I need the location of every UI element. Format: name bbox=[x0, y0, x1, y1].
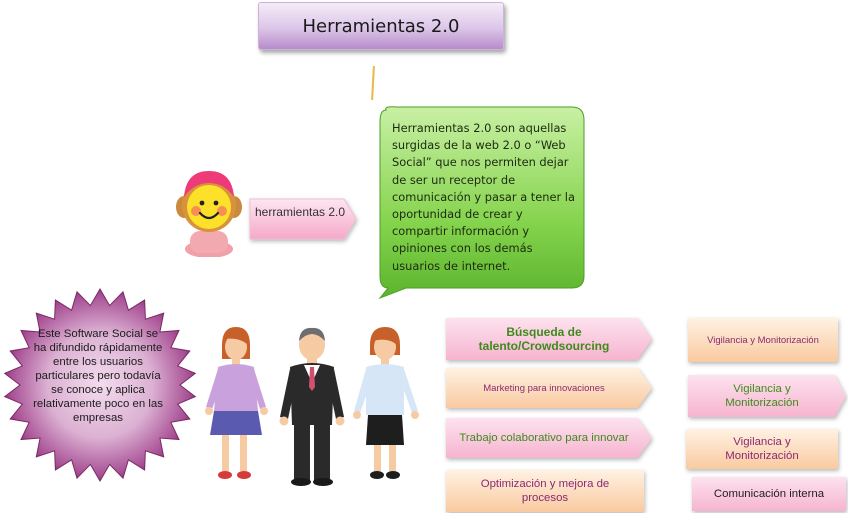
box-vigilancia-3: Vigilancia y Monitorización bbox=[686, 429, 838, 469]
label-arrow-shape bbox=[249, 198, 357, 240]
box-optimizacion-procesos: Optimización y mejora de procesos bbox=[446, 470, 644, 512]
box-vigilancia-1: Vigilancia y Monitorización bbox=[688, 318, 838, 362]
box-vigilancia-2: Vigilancia y Monitorización bbox=[688, 375, 846, 417]
connector-line bbox=[371, 65, 375, 101]
box-comunicacion-interna-label: Comunicación interna bbox=[692, 477, 846, 511]
box-marketing-innovaciones-label: Marketing para innovaciones bbox=[446, 368, 652, 408]
starburst-text: Este Software Social se ha difundido ráp… bbox=[33, 328, 163, 424]
woman-left-figure bbox=[205, 327, 268, 479]
box-trabajo-colaborativo-label: Trabajo colaborativo para innovar bbox=[446, 418, 652, 458]
box-comunicacion-interna: Comunicación interna bbox=[692, 477, 846, 511]
box-marketing-innovaciones: Marketing para innovaciones bbox=[446, 368, 652, 408]
man-center-figure bbox=[279, 327, 345, 486]
box-vigilancia-2-label: Vigilancia y Monitorización bbox=[688, 375, 846, 417]
definition-text: Herramientas 2.0 son aquellas surgidas d… bbox=[392, 121, 575, 273]
people-group-icon bbox=[205, 327, 419, 486]
woman-right-figure bbox=[353, 327, 419, 479]
box-optimizacion-procesos-label: Optimización y mejora de procesos bbox=[446, 470, 644, 512]
starburst-shape bbox=[3, 288, 197, 482]
smiley-face-icon bbox=[176, 171, 242, 257]
diagram-title: Herramientas 2.0 bbox=[258, 2, 504, 50]
box-vigilancia-3-label: Vigilancia y Monitorización bbox=[686, 429, 838, 469]
box-trabajo-colaborativo: Trabajo colaborativo para innovar bbox=[446, 418, 652, 458]
definition-speech-bubble bbox=[378, 106, 585, 300]
label-text: herramientas 2.0 bbox=[254, 205, 346, 219]
box-busqueda-talento-label: Búsqueda de talento/Crowdsourcing bbox=[446, 318, 652, 360]
box-vigilancia-1-label: Vigilancia y Monitorización bbox=[688, 318, 838, 362]
box-busqueda-talento: Búsqueda de talento/Crowdsourcing bbox=[446, 318, 652, 360]
